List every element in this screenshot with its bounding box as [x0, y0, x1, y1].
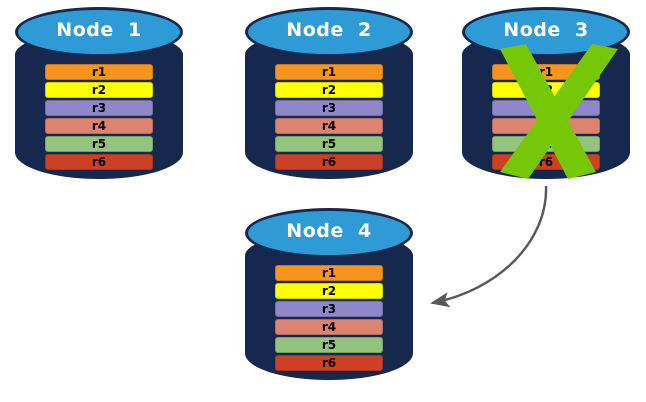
data-row-r2[interactable]: r2: [275, 283, 383, 299]
data-row-r1[interactable]: r1: [275, 64, 383, 80]
node-label-node-1: Node 1: [56, 19, 142, 41]
data-row-r4[interactable]: r4: [275, 118, 383, 134]
data-row-label: r5: [321, 137, 337, 151]
data-row-label: r2: [321, 284, 337, 298]
data-row-label: r1: [91, 65, 107, 79]
cylinder-top-ellipse: [245, 208, 413, 258]
data-row-label: r1: [321, 266, 337, 280]
data-row-label: r5: [538, 137, 554, 151]
data-row-r6[interactable]: r6: [275, 154, 383, 170]
data-row-r5[interactable]: r5: [45, 136, 153, 152]
data-row-r5[interactable]: r5: [492, 136, 600, 152]
data-row-r6[interactable]: r6: [492, 154, 600, 170]
data-row-r5[interactable]: r5: [275, 136, 383, 152]
data-row-r4[interactable]: r4: [492, 118, 600, 134]
data-row-r2[interactable]: r2: [275, 82, 383, 98]
row-list: r1 r2 r3 r4 r5 r6: [275, 64, 383, 172]
data-row-label: r4: [91, 119, 107, 133]
data-row-r3[interactable]: r3: [45, 100, 153, 116]
data-row-label: r3: [91, 101, 107, 115]
data-row-label: r1: [321, 65, 337, 79]
data-row-label: r6: [321, 356, 337, 370]
data-row-label: r3: [321, 302, 337, 316]
data-row-label: r5: [321, 338, 337, 352]
data-row-r2[interactable]: r2: [45, 82, 153, 98]
data-row-label: r2: [321, 83, 337, 97]
data-row-label: r3: [321, 101, 337, 115]
data-row-r1[interactable]: r1: [492, 64, 600, 80]
node-label-node-3: Node 3: [503, 19, 589, 41]
row-list: r1 r2 r3 r4 r5 r6: [492, 64, 600, 172]
data-row-label: r3: [538, 101, 554, 115]
cylinder-top-ellipse: [15, 7, 183, 57]
data-row-label: r1: [538, 65, 554, 79]
row-list: r1 r2 r3 r4 r5 r6: [275, 265, 383, 373]
data-row-r5[interactable]: r5: [275, 337, 383, 353]
data-row-r4[interactable]: r4: [275, 319, 383, 335]
data-row-r6[interactable]: r6: [275, 355, 383, 371]
data-row-r1[interactable]: r1: [275, 265, 383, 281]
data-row-r4[interactable]: r4: [45, 118, 153, 134]
cylinder-top-ellipse: [245, 7, 413, 57]
data-row-label: r6: [538, 155, 554, 169]
data-row-label: r4: [321, 119, 337, 133]
data-row-r2[interactable]: r2: [492, 82, 600, 98]
data-row-r1[interactable]: r1: [45, 64, 153, 80]
row-list: r1 r2 r3 r4 r5 r6: [45, 64, 153, 172]
data-row-r3[interactable]: r3: [275, 301, 383, 317]
node-label-node-4: Node 4: [286, 220, 372, 242]
data-row-r6[interactable]: r6: [45, 154, 153, 170]
data-row-label: r6: [91, 155, 107, 169]
node-label-node-2: Node 2: [286, 19, 372, 41]
data-row-label: r4: [321, 320, 337, 334]
data-row-label: r5: [91, 137, 107, 151]
data-row-label: r6: [321, 155, 337, 169]
data-row-label: r4: [538, 119, 554, 133]
data-row-label: r2: [91, 83, 107, 97]
data-row-r3[interactable]: r3: [492, 100, 600, 116]
data-row-label: r2: [538, 83, 554, 97]
data-row-r3[interactable]: r3: [275, 100, 383, 116]
